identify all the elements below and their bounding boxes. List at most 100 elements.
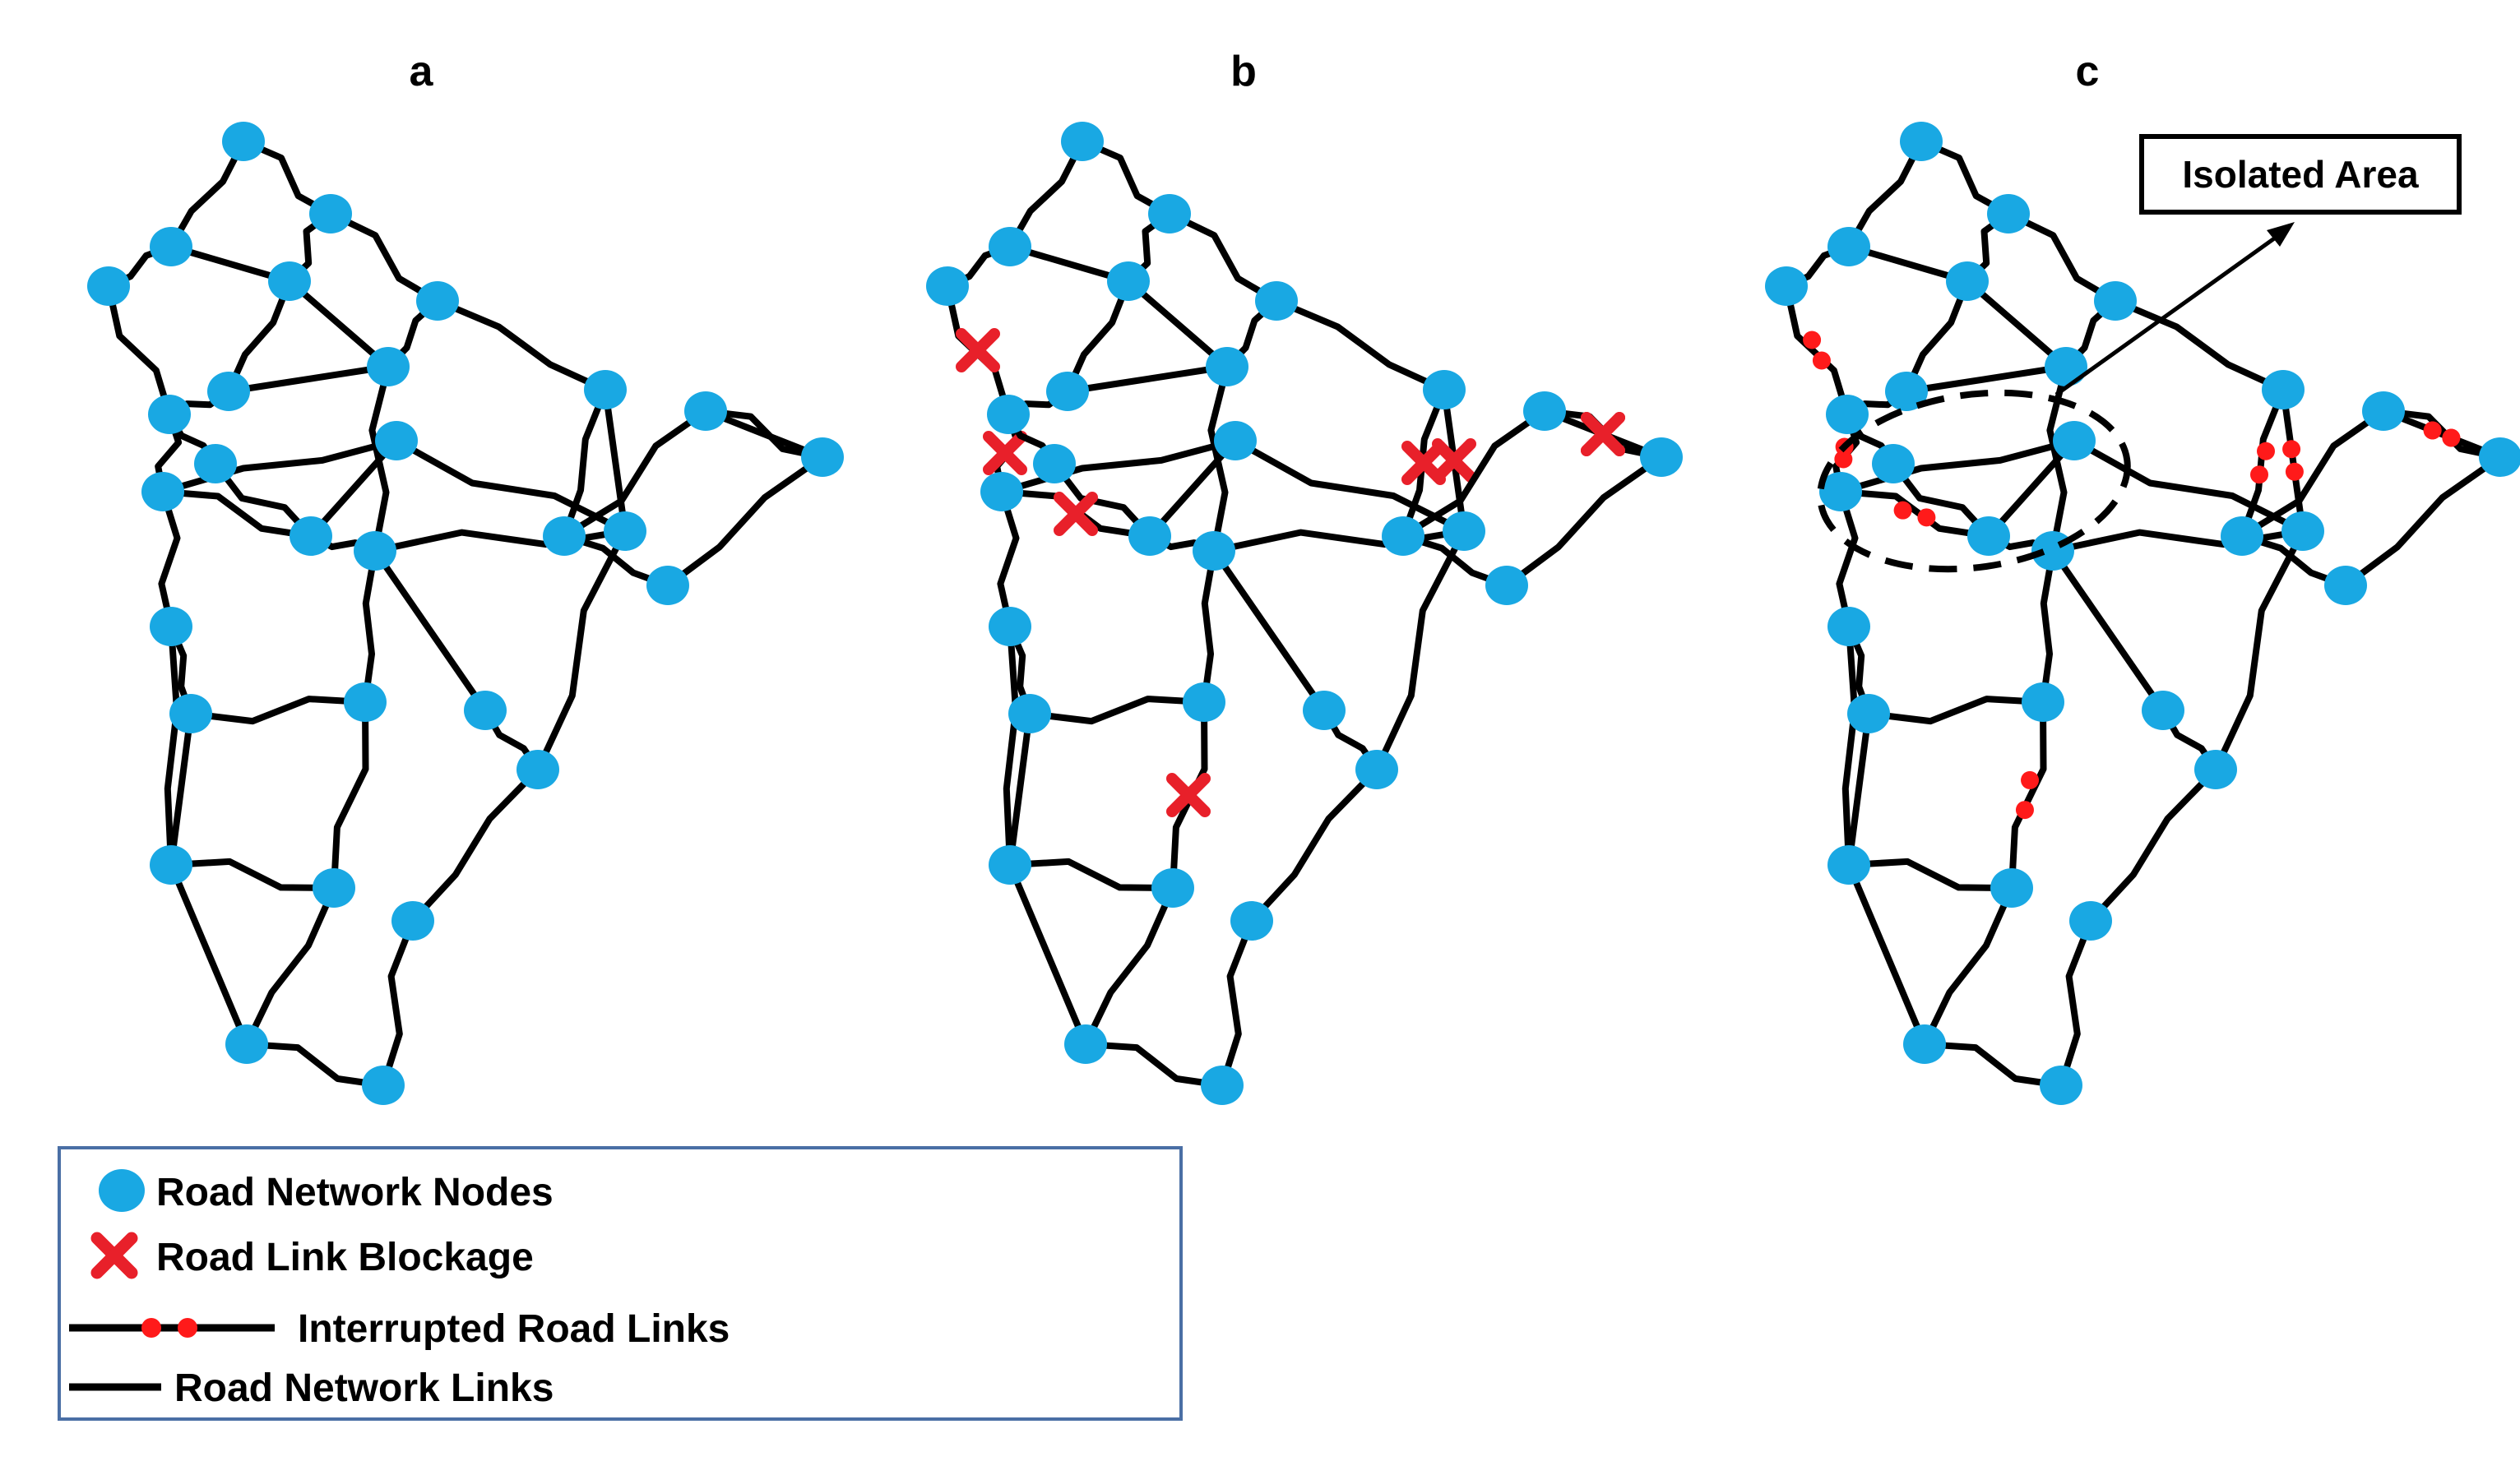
legend-blockage-label: Road Link Blockage (156, 1236, 534, 1279)
road-network-node (1064, 1024, 1107, 1064)
road-network-node (1303, 691, 1346, 730)
road-network-node (225, 1024, 268, 1064)
road-link (164, 626, 180, 866)
road-link (162, 488, 312, 539)
road-link (2239, 388, 2286, 538)
road-blockage-marker (1581, 412, 1625, 456)
road-blockage-marker (1401, 441, 1446, 485)
road-link (243, 886, 337, 1046)
road-network-node (604, 511, 646, 551)
road-network-node (1990, 868, 2033, 908)
road-network-node (517, 750, 559, 789)
road-link (436, 298, 607, 393)
interrupted-link-dot (1812, 351, 1831, 370)
road-network-node (1872, 444, 1915, 483)
road-link (1906, 363, 2067, 395)
road-link (225, 280, 293, 393)
road-network-node (2045, 347, 2087, 386)
road-network-node (2479, 437, 2520, 477)
road-network-node (290, 516, 332, 556)
road-network-node (1230, 901, 1273, 941)
road-network-node (268, 261, 311, 301)
road-network-node (150, 845, 192, 885)
road-link (329, 210, 440, 304)
road-network-node (194, 444, 237, 483)
road-network-node (2142, 691, 2184, 730)
road-network-node (2094, 281, 2137, 321)
road-network-node (150, 227, 192, 266)
road-network-node (646, 566, 689, 605)
road-network-node (1033, 444, 1076, 483)
road-network-node (1151, 868, 1194, 908)
road-link (1504, 454, 1664, 589)
road-link (2280, 389, 2306, 532)
road-link (2058, 919, 2094, 1087)
road-link (105, 285, 173, 416)
road-network-node (2262, 370, 2305, 409)
road-blockage-marker (1054, 492, 1098, 536)
panel-a-label: a (410, 48, 434, 95)
road-network-node (344, 682, 387, 722)
road-link (395, 437, 627, 534)
road-network-node (1885, 372, 1928, 411)
road-network-node (87, 266, 130, 306)
road-link (331, 701, 369, 889)
road-link (1007, 140, 1086, 248)
road-link (1082, 886, 1176, 1046)
road-link (168, 863, 250, 1046)
legend-box (58, 1146, 1183, 1421)
road-link (380, 919, 416, 1087)
interrupted-link-dot (2257, 442, 2275, 460)
isolated-area-callout-box (2139, 134, 2462, 215)
road-network-node (309, 194, 352, 234)
road-link (161, 437, 398, 495)
isolated-area-ellipse (1817, 389, 2131, 573)
panel-b-network (926, 122, 1683, 1105)
road-link (1009, 858, 1174, 891)
road-network-node (354, 531, 396, 571)
interrupted-link-dot (2021, 770, 2040, 789)
road-link (1000, 437, 1237, 495)
road-blockage-marker (983, 431, 1027, 475)
road-network-node (1485, 566, 1528, 605)
road-network-node (987, 395, 1030, 434)
road-link (1841, 626, 1858, 866)
road-link (1168, 210, 1279, 304)
road-network-node (464, 691, 507, 730)
road-link (228, 363, 389, 395)
road-link (1249, 767, 1379, 923)
road-network-node (2053, 421, 2096, 460)
legend-links-label: Road Network Links (174, 1366, 554, 1410)
panel-c-label: c (2076, 48, 2100, 95)
legend-node-icon (99, 1169, 145, 1212)
road-network-node (1201, 1066, 1244, 1105)
road-link (2007, 210, 2118, 304)
road-link (665, 454, 825, 589)
road-network-node (1193, 531, 1235, 571)
road-link (2212, 529, 2306, 771)
road-network-node (2194, 750, 2237, 789)
road-network-node (684, 391, 727, 431)
road-network-node (207, 372, 250, 411)
road-network-node (1827, 227, 1870, 266)
road-link (2040, 550, 2056, 703)
legend-blockage-icon (90, 1232, 138, 1279)
legend-interrupted-label: Interrupted Road Links (298, 1307, 730, 1351)
interrupted-link-dot (2282, 440, 2301, 459)
road-blockage-marker (1166, 773, 1211, 817)
road-blockage-marker (956, 328, 1000, 372)
road-link (2008, 701, 2047, 889)
road-link (2114, 298, 2285, 393)
road-network-node (1847, 694, 1890, 733)
road-link (2088, 767, 2218, 923)
road-link (1924, 1041, 2062, 1089)
road-link (287, 278, 391, 370)
road-network-node (801, 437, 844, 477)
road-network-node (1382, 516, 1424, 556)
road-network-node (1443, 511, 1485, 551)
road-link (1003, 626, 1019, 866)
legend-interrupted-icon (69, 1318, 275, 1338)
road-network-node (989, 607, 1031, 646)
road-network-node (1423, 370, 1466, 409)
